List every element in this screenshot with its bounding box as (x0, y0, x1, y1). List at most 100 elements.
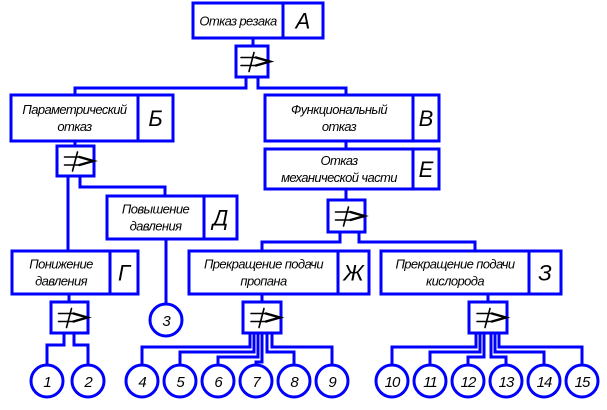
basic-event-number: 12 (461, 374, 477, 391)
event-code: З (538, 261, 552, 286)
event-d: Повышение давления Д (105, 194, 239, 241)
basic-event-circle (314, 363, 350, 399)
wire-gate-zh-to-6 (216, 333, 260, 365)
basic-event-circle (162, 363, 198, 399)
basic-event-13: 13 (488, 363, 524, 399)
basic-event-circle (29, 363, 65, 399)
basic-event-circle (276, 363, 312, 399)
event-code: А (294, 9, 311, 34)
basic-event-8: 8 (276, 363, 312, 399)
event-label-line: отказ (57, 119, 92, 134)
wire-gate-g-to-1 (45, 333, 66, 365)
events: Отказ резака А Параметрический отказ Б Функци… (9, 1, 563, 296)
event-label-line: Отказ резака (199, 14, 277, 29)
or-gate-icon (240, 51, 275, 73)
basic-event-9: 9 (314, 363, 350, 399)
event-box (379, 249, 563, 296)
basic-event-11: 11 (412, 363, 448, 399)
basic-event-number: 7 (252, 374, 261, 391)
wire-gate-zh-to-5 (178, 333, 256, 365)
event-label-line: Понижение (29, 257, 93, 272)
basic-event-number: 13 (499, 374, 515, 391)
event-z: Прекращение подачи кислорода З (379, 249, 563, 296)
event-label-line: отказ (322, 119, 357, 134)
event-label-line: Прекращение подачи (204, 257, 323, 272)
basic-event-number: 1 (43, 374, 51, 391)
or-gate-icon (476, 307, 511, 329)
basic-event-circle (238, 363, 274, 399)
basic-event-5: 5 (162, 363, 198, 399)
event-label-line: Функциональный (291, 102, 387, 117)
basic-event-14: 14 (526, 363, 562, 399)
basic-event-circle (412, 363, 448, 399)
event-box (10, 249, 140, 296)
basic-event-number: 5 (176, 374, 185, 391)
event-box (9, 93, 175, 143)
event-box (191, 1, 325, 40)
basic-event-number: 6 (214, 374, 223, 391)
event-box (263, 93, 441, 143)
event-a: Отказ резака А (191, 1, 325, 40)
basic-event-number: 9 (328, 374, 337, 391)
event-code: В (419, 106, 434, 131)
or-gate-z (467, 300, 511, 335)
basic-event-circle (564, 363, 600, 399)
connection-lines (45, 38, 584, 365)
event-label-line: механической части (281, 170, 397, 185)
event-code: Д (210, 206, 229, 231)
or-gate-icon (57, 307, 92, 329)
basic-event-number: 15 (575, 374, 591, 391)
or-gate-g (49, 300, 92, 335)
event-code: Е (419, 157, 434, 182)
basic-event-number: 11 (423, 374, 437, 391)
wire-gate-z-to-13 (489, 333, 508, 365)
event-box (263, 147, 441, 191)
basic-event-12: 12 (450, 363, 486, 399)
event-label-line: Отказ (320, 153, 358, 168)
basic-event-2: 2 (70, 363, 106, 399)
event-box (105, 194, 239, 241)
wire-gate-zh-to-9 (270, 333, 334, 365)
or-gate-zh (241, 300, 285, 335)
gate-box (326, 198, 367, 234)
event-v: Функциональный отказ В (263, 93, 441, 143)
wire-gate-a-to-b (73, 77, 248, 95)
basic-event-number: 3 (162, 313, 171, 330)
basic-event-circle (450, 363, 486, 399)
basic-event-circle (526, 363, 562, 399)
basic-event-6: 6 (200, 363, 236, 399)
event-code: Г (118, 261, 132, 286)
or-gate-e (326, 198, 369, 234)
event-label-line: Прекращение подачи (395, 257, 514, 272)
or-gate-a (234, 44, 275, 79)
wire-gate-zh-to-8 (265, 333, 296, 365)
event-label-line: кислорода (426, 274, 484, 289)
basic-event-number: 2 (83, 374, 93, 391)
wire-gate-a-to-v (256, 77, 348, 95)
wire-gate-g-to-2 (72, 333, 90, 365)
basic-event-circle (200, 363, 236, 399)
basic-event-number: 14 (537, 374, 552, 391)
event-label-line: Повышение (122, 202, 190, 217)
event-label-line: пропана (240, 274, 287, 289)
wire-gate-z-to-12 (466, 333, 486, 365)
event-code: Б (148, 106, 162, 131)
wire-gate-z-to-10 (390, 333, 478, 365)
basic-event-circle (70, 363, 106, 399)
wire-gate-e-to-zh (260, 232, 342, 251)
basic-event-circle (124, 363, 160, 399)
wire-gate-z-to-15 (497, 333, 584, 365)
event-label-line: давления (130, 219, 183, 234)
basic-event-number: 8 (290, 374, 299, 391)
event-label-line: Параметрический (22, 102, 127, 117)
basic-event-1: 1 (29, 363, 65, 399)
basic-event-7: 7 (238, 363, 274, 399)
basic-event-number: 4 (138, 374, 146, 391)
basic-event-15: 15 (564, 363, 600, 399)
basic-event-3: 3 (148, 302, 184, 338)
basic-event-circle (374, 363, 410, 399)
